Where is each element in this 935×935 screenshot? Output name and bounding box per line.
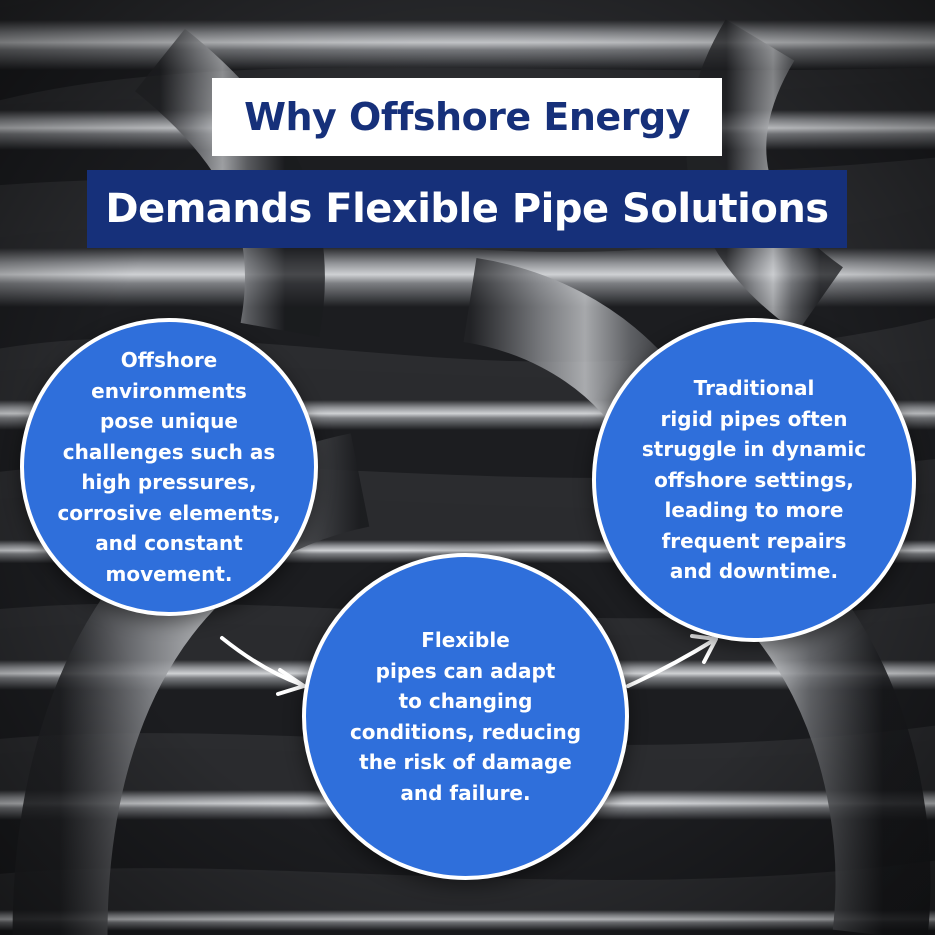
title-line-2: Demands Flexible Pipe Solutions <box>87 170 847 248</box>
rigid-pipes-circle: Traditional rigid pipes often struggle i… <box>592 318 916 642</box>
flexible-pipes-circle: Flexible pipes can adapt to changing con… <box>302 553 629 880</box>
rigid-pipes-text: Traditional rigid pipes often struggle i… <box>641 376 867 584</box>
offshore-challenges-circle: Offshore environments pose unique challe… <box>20 318 318 616</box>
flexible-pipes-text: Flexible pipes can adapt to changing con… <box>349 628 582 805</box>
title-line-1: Why Offshore Energy <box>212 78 722 156</box>
offshore-challenges-text: Offshore environments pose unique challe… <box>57 348 281 586</box>
